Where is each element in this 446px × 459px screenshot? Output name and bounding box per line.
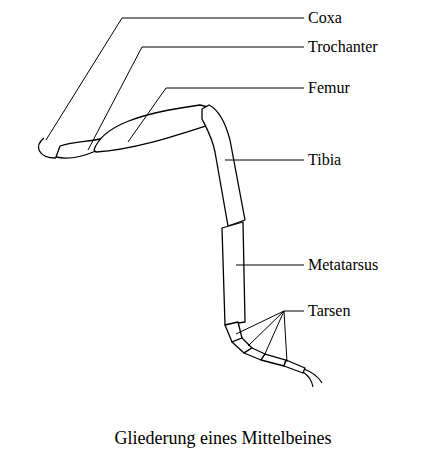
leader-line xyxy=(236,311,304,334)
part-label: Trochanter xyxy=(307,38,379,56)
caption: Gliederung eines Mittelbeines xyxy=(0,427,446,449)
coxa-segment xyxy=(39,138,56,158)
part-label: Coxa xyxy=(307,9,343,27)
leader-line xyxy=(236,265,304,266)
trochanter-segment xyxy=(56,139,100,158)
leader-line xyxy=(128,88,304,142)
leader-line xyxy=(225,160,304,161)
metatarsus-segment xyxy=(222,222,245,325)
leader-line xyxy=(264,311,284,356)
part-label: Femur xyxy=(307,79,351,97)
femur-segment xyxy=(94,105,212,152)
leader-line xyxy=(248,311,284,346)
part-label: Metatarsus xyxy=(307,256,379,274)
part-label: Tibia xyxy=(307,151,342,169)
leader-line xyxy=(46,18,304,140)
tibia-segment xyxy=(202,105,245,226)
claw xyxy=(303,372,313,387)
tarsus-segment xyxy=(261,354,286,366)
claw xyxy=(304,369,322,383)
leader-line xyxy=(88,47,304,150)
part-label: Tarsen xyxy=(307,302,351,320)
leader-line xyxy=(284,311,287,362)
